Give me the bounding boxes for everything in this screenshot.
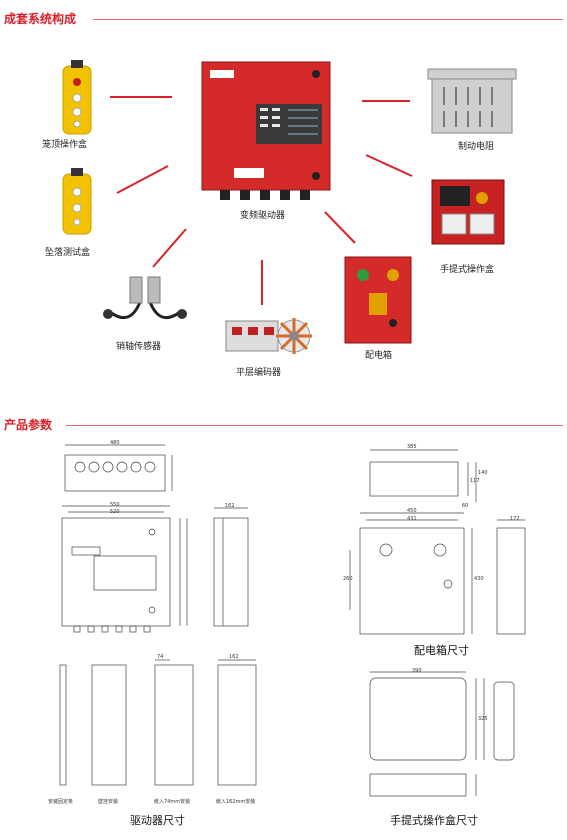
dim-label: 390 — [412, 668, 422, 674]
connector-lines — [110, 96, 413, 305]
caption-driver-dims: 驱动器尺寸 — [130, 814, 185, 827]
install-label-wall: 壁挂安装 — [98, 799, 119, 805]
dim-label: 450 — [407, 508, 417, 514]
pin-sensor-image — [103, 276, 187, 320]
floor-encoder-image — [225, 318, 312, 354]
label-vfd-driver: 变频驱动器 — [240, 211, 286, 221]
technical-drawings — [59, 444, 526, 797]
label-pin-sensor: 销轴传感器 — [116, 342, 162, 352]
dim-label: 117 — [470, 478, 480, 484]
label-brake-resistor: 制动电阻 — [458, 142, 495, 152]
dim-label: 550 — [110, 502, 120, 508]
caption-distribution-dims: 配电箱尺寸 — [414, 644, 469, 657]
brake-resistor-image — [427, 68, 517, 134]
install-label-fixed: 安装固定条 — [48, 799, 74, 805]
caption-handheld-dims: 手提式操作盒尺寸 — [390, 814, 478, 827]
label-cage-top-box: 笼顶操作盒 — [42, 140, 88, 150]
dim-label: 162 — [225, 503, 235, 509]
section-title-system: 成套系统构成 — [4, 12, 77, 26]
dim-label: 140 — [478, 470, 488, 476]
label-distribution-box: 配电箱 — [365, 351, 393, 361]
dim-label: 60 — [462, 503, 469, 509]
dim-label: 260 — [343, 576, 353, 582]
install-label-embed74: 嵌入74mm安装 — [154, 799, 191, 805]
vfd-driver-image — [201, 61, 331, 200]
dim-label: 431 — [407, 516, 417, 522]
dim-label: 520 — [110, 509, 120, 515]
label-fall-test-box: 坠落测试盒 — [45, 248, 91, 258]
dim-label: 430 — [474, 576, 484, 582]
handheld-box-image — [431, 179, 505, 245]
label-handheld-box: 手提式操作盒 — [440, 265, 495, 275]
dim-label: 162 — [229, 654, 239, 660]
label-floor-encoder: 平层编码器 — [236, 368, 282, 378]
section-title-params: 产品参数 — [4, 418, 53, 432]
dim-label: 325 — [478, 716, 488, 722]
dim-label: 480 — [110, 440, 120, 446]
install-label-embed162: 嵌入162mm安装 — [216, 799, 256, 805]
dim-label: 74 — [157, 654, 164, 660]
dim-label: 385 — [407, 444, 417, 450]
section-divider — [93, 19, 563, 20]
section-divider-2 — [66, 425, 563, 426]
dim-label: 172 — [510, 516, 520, 522]
cage-top-box-image — [62, 60, 92, 135]
fall-test-box-image — [62, 168, 92, 235]
distribution-box-image — [344, 256, 412, 344]
